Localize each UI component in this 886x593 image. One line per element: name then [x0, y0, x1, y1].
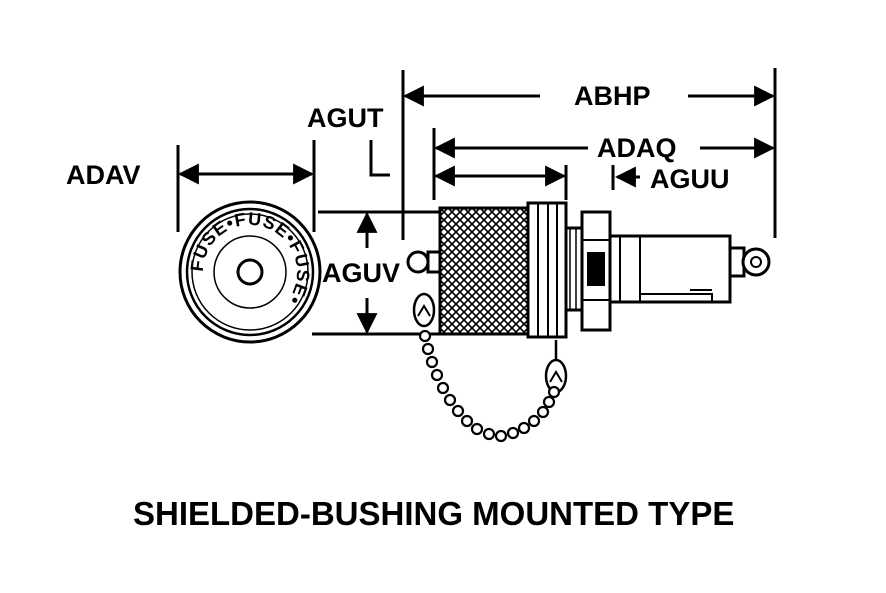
dim-label-aguu: AGUU	[650, 164, 730, 194]
knurled-cap	[438, 206, 532, 336]
diagram-caption: SHIELDED-BUSHING MOUNTED TYPE	[133, 495, 734, 532]
dim-label-aguv: AGUV	[322, 258, 400, 288]
chain-loop-left	[406, 250, 430, 274]
dim-label-abhp: ABHP	[574, 81, 651, 111]
bead-chain	[412, 292, 568, 443]
holder-body	[608, 234, 732, 304]
mounting-thread	[564, 226, 584, 312]
dim-label-adav: ADAV	[66, 160, 141, 190]
dim-label-agut: AGUT	[307, 103, 384, 133]
dimension-lines	[176, 68, 777, 336]
dim-label-adaq: ADAQ	[597, 133, 677, 163]
fuse-holder-side-view	[406, 201, 771, 339]
fuse-cap-end-view: FUSE•FUSE•FUSE•	[178, 200, 322, 344]
